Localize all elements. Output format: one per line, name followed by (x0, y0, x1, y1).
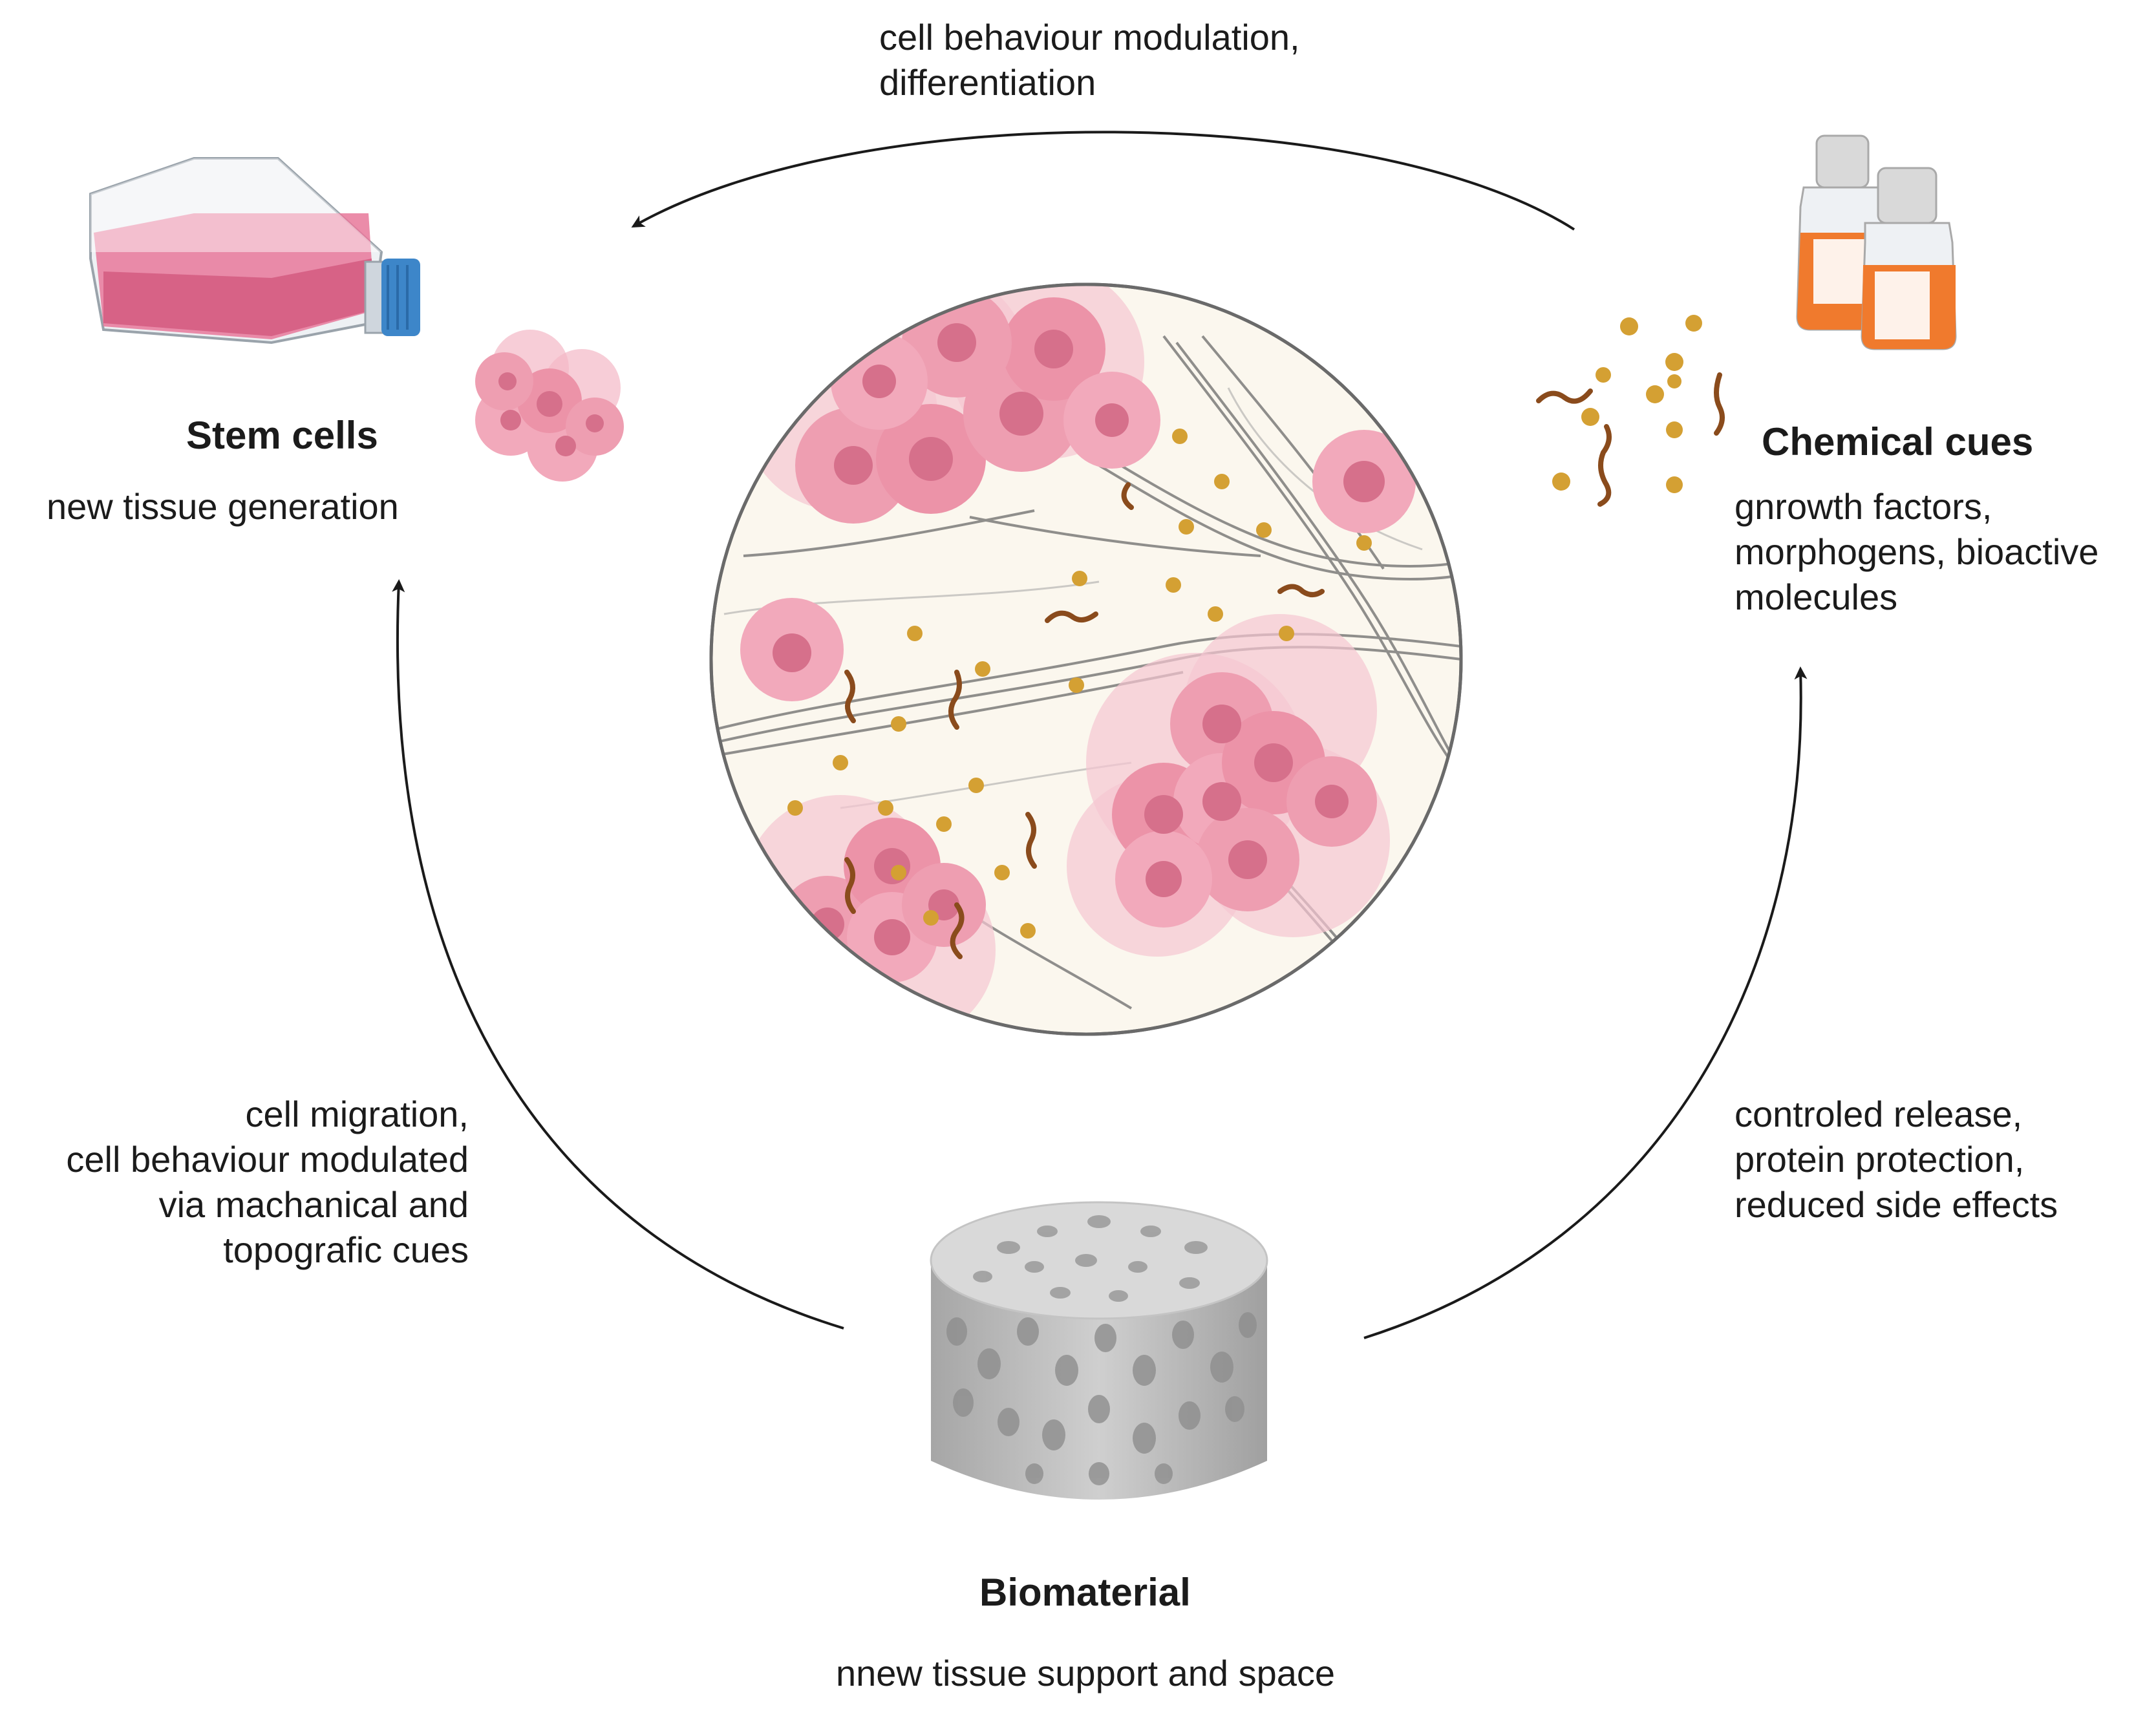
arrow-top (631, 131, 1575, 231)
arrow-right-label-line3: reduced side effects (1734, 1184, 2058, 1225)
arrow-top-label-line1: cell behaviour modulation, (879, 17, 1300, 58)
arrow-right-label-line1: controled release, (1734, 1094, 2023, 1134)
arrow-right (1363, 666, 1808, 1339)
chemical-cues-subtitle-line3: molecules (1734, 577, 1898, 617)
stem-cells-subtitle: new tissue generation (47, 486, 399, 527)
growth-factor-molecules-icon (1536, 315, 1725, 507)
arrow-right-label-line2: protein protection, (1734, 1139, 2025, 1180)
cell-culture-flask-icon (89, 157, 420, 345)
chemical-cues-subtitle-line1: gnrowth factors, (1734, 486, 1992, 527)
biomaterial-subtitle: nnew tissue support and space (836, 1653, 1336, 1693)
biomaterial-title: Biomaterial (979, 1571, 1191, 1614)
arrow-left-label-line2: cell behaviour modulated (66, 1139, 469, 1180)
stem-cells-title: Stem cells (186, 414, 378, 457)
stem-cell-cluster-icon (475, 330, 624, 482)
arrow-top-label-line2: differentiation (879, 62, 1096, 103)
arrow-left-label-line4: topografic cues (223, 1229, 469, 1270)
reagent-bottles-icon (1796, 134, 1957, 350)
porous-scaffold-icon (930, 1201, 1268, 1500)
arrow-left-label-line3: via machanical and (158, 1184, 469, 1225)
chemical-cues-subtitle-line2: morphogens, bioactive (1734, 531, 2099, 572)
chemical-cues-title: Chemical cues (1762, 420, 2034, 463)
arrow-left (392, 579, 844, 1330)
engineered-tissue-circle (709, 282, 1463, 1036)
arrow-left-label-line1: cell migration, (245, 1094, 469, 1134)
